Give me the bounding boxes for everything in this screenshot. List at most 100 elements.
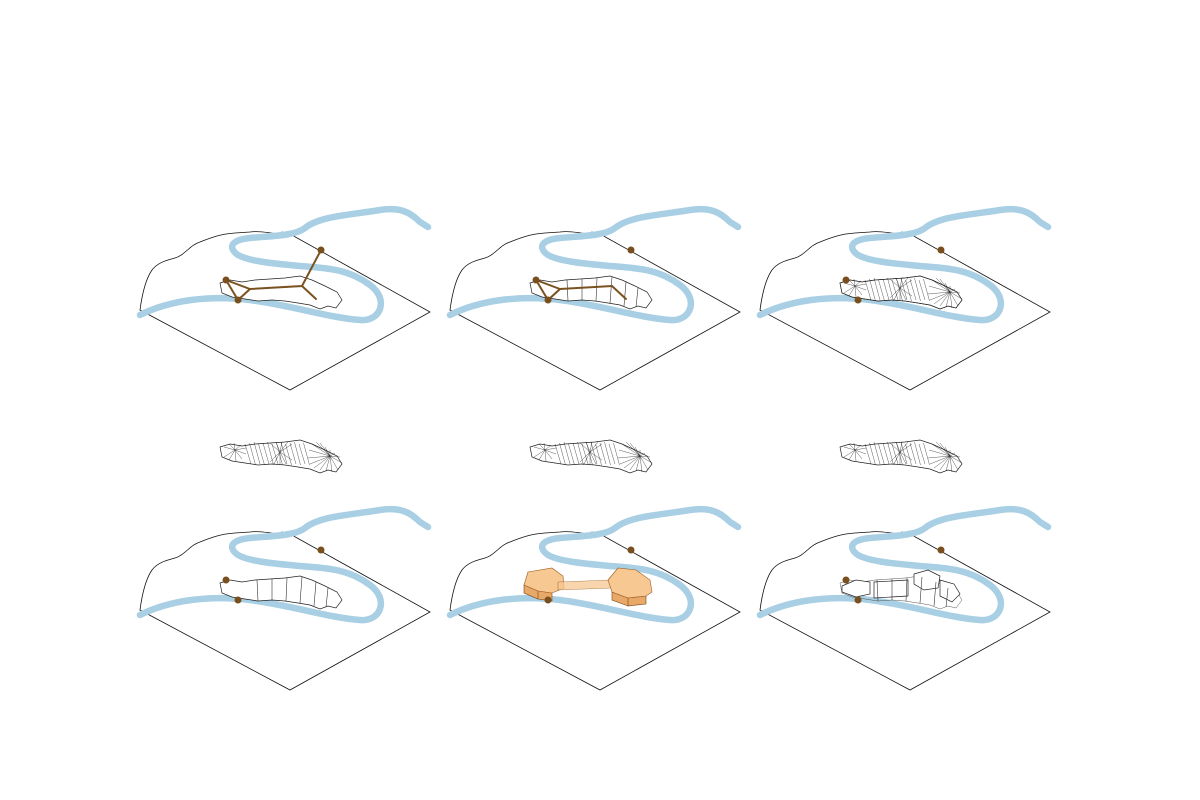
node-dot [937,546,945,554]
fan-line [899,277,909,289]
cell-divider [299,576,303,604]
fan-line [899,441,903,453]
fan-line [579,451,591,463]
panel-drawing [136,439,432,691]
fan-line [899,451,907,465]
fan-line [589,451,603,461]
fan-line [900,277,908,301]
fan-line [329,452,336,457]
cell-divider [945,587,949,608]
cell-divider [933,581,937,607]
fan-line [949,455,959,471]
fan-line [853,442,856,451]
fan-line [928,449,951,457]
island-outline [219,275,343,310]
fan-line [914,277,921,302]
fan-line [308,449,331,457]
fan-line [271,443,279,465]
diagram-panel-4 [130,430,450,691]
fan-line [899,451,913,461]
fan-line [905,279,912,302]
fan-line [595,443,602,466]
fan-line [581,443,589,465]
site-boundary [139,231,431,391]
fan-line [918,443,926,465]
triangulation-fan [839,439,963,474]
fan-line [544,449,553,460]
fan-line [893,451,901,465]
fan-line [945,291,951,308]
fan-line [579,442,591,453]
river-line [756,505,1052,624]
diagram-panel-5 [440,430,760,691]
fan-line [949,291,963,300]
fan-line [267,441,274,466]
island-outline [219,575,343,610]
fan-line [891,279,899,301]
node-dot [234,296,242,304]
fan-line [909,442,917,465]
fan-line [634,446,641,457]
fan-line [544,449,547,462]
island-outline [839,275,963,310]
fan-line [572,442,580,465]
fan-line [329,455,341,458]
fan-line [234,449,243,460]
fan-line [589,451,597,465]
site-boundary [449,531,741,691]
fan-line [234,444,242,451]
panel-drawing [446,439,742,691]
fan-line [869,442,876,466]
fan-line [313,455,331,469]
fan-line [309,455,331,465]
node-dot [842,276,850,284]
fan-line [617,455,641,459]
fan-line [939,442,951,457]
fan-line [233,442,236,451]
fan-line [234,447,247,451]
cell-divider [635,287,639,308]
fan-line [949,291,959,307]
fan-line [279,451,287,465]
fan-line [269,451,281,463]
fan-line [583,451,591,465]
diagram-panel-1 [130,180,450,400]
fan-line [878,443,885,466]
node-dot [532,276,540,284]
fan-line [234,449,237,462]
fan-line [244,443,252,465]
fan-line [931,443,951,457]
fan-line [639,455,653,464]
volume-bridge [557,579,613,591]
panel-drawing [136,205,432,391]
fan-line [949,455,953,473]
fan-line [944,446,951,457]
fan-line [939,291,951,307]
fan-line [873,277,881,301]
fan-line [228,449,236,461]
exploded-blocks [839,569,963,610]
fan-line [629,442,641,457]
fan-line [294,441,301,466]
fan-line [621,443,641,457]
node-dot [544,596,552,604]
fan-line [258,443,265,466]
fan-line [276,442,283,466]
fan-line [319,455,331,471]
cell-divider [566,279,569,302]
fan-line [927,455,951,459]
node-dot [627,246,635,254]
fan-line [577,441,584,466]
fan-line [544,447,557,451]
fan-line [873,441,881,465]
river-line [756,205,1052,324]
fan-line [639,455,649,471]
fan-line [848,449,856,461]
cell-divider [256,579,259,602]
fan-line [949,291,961,294]
fan-line [298,443,306,465]
fan-line [533,446,546,451]
fan-line [589,441,599,453]
fan-line [882,278,890,301]
fan-line [279,443,293,453]
